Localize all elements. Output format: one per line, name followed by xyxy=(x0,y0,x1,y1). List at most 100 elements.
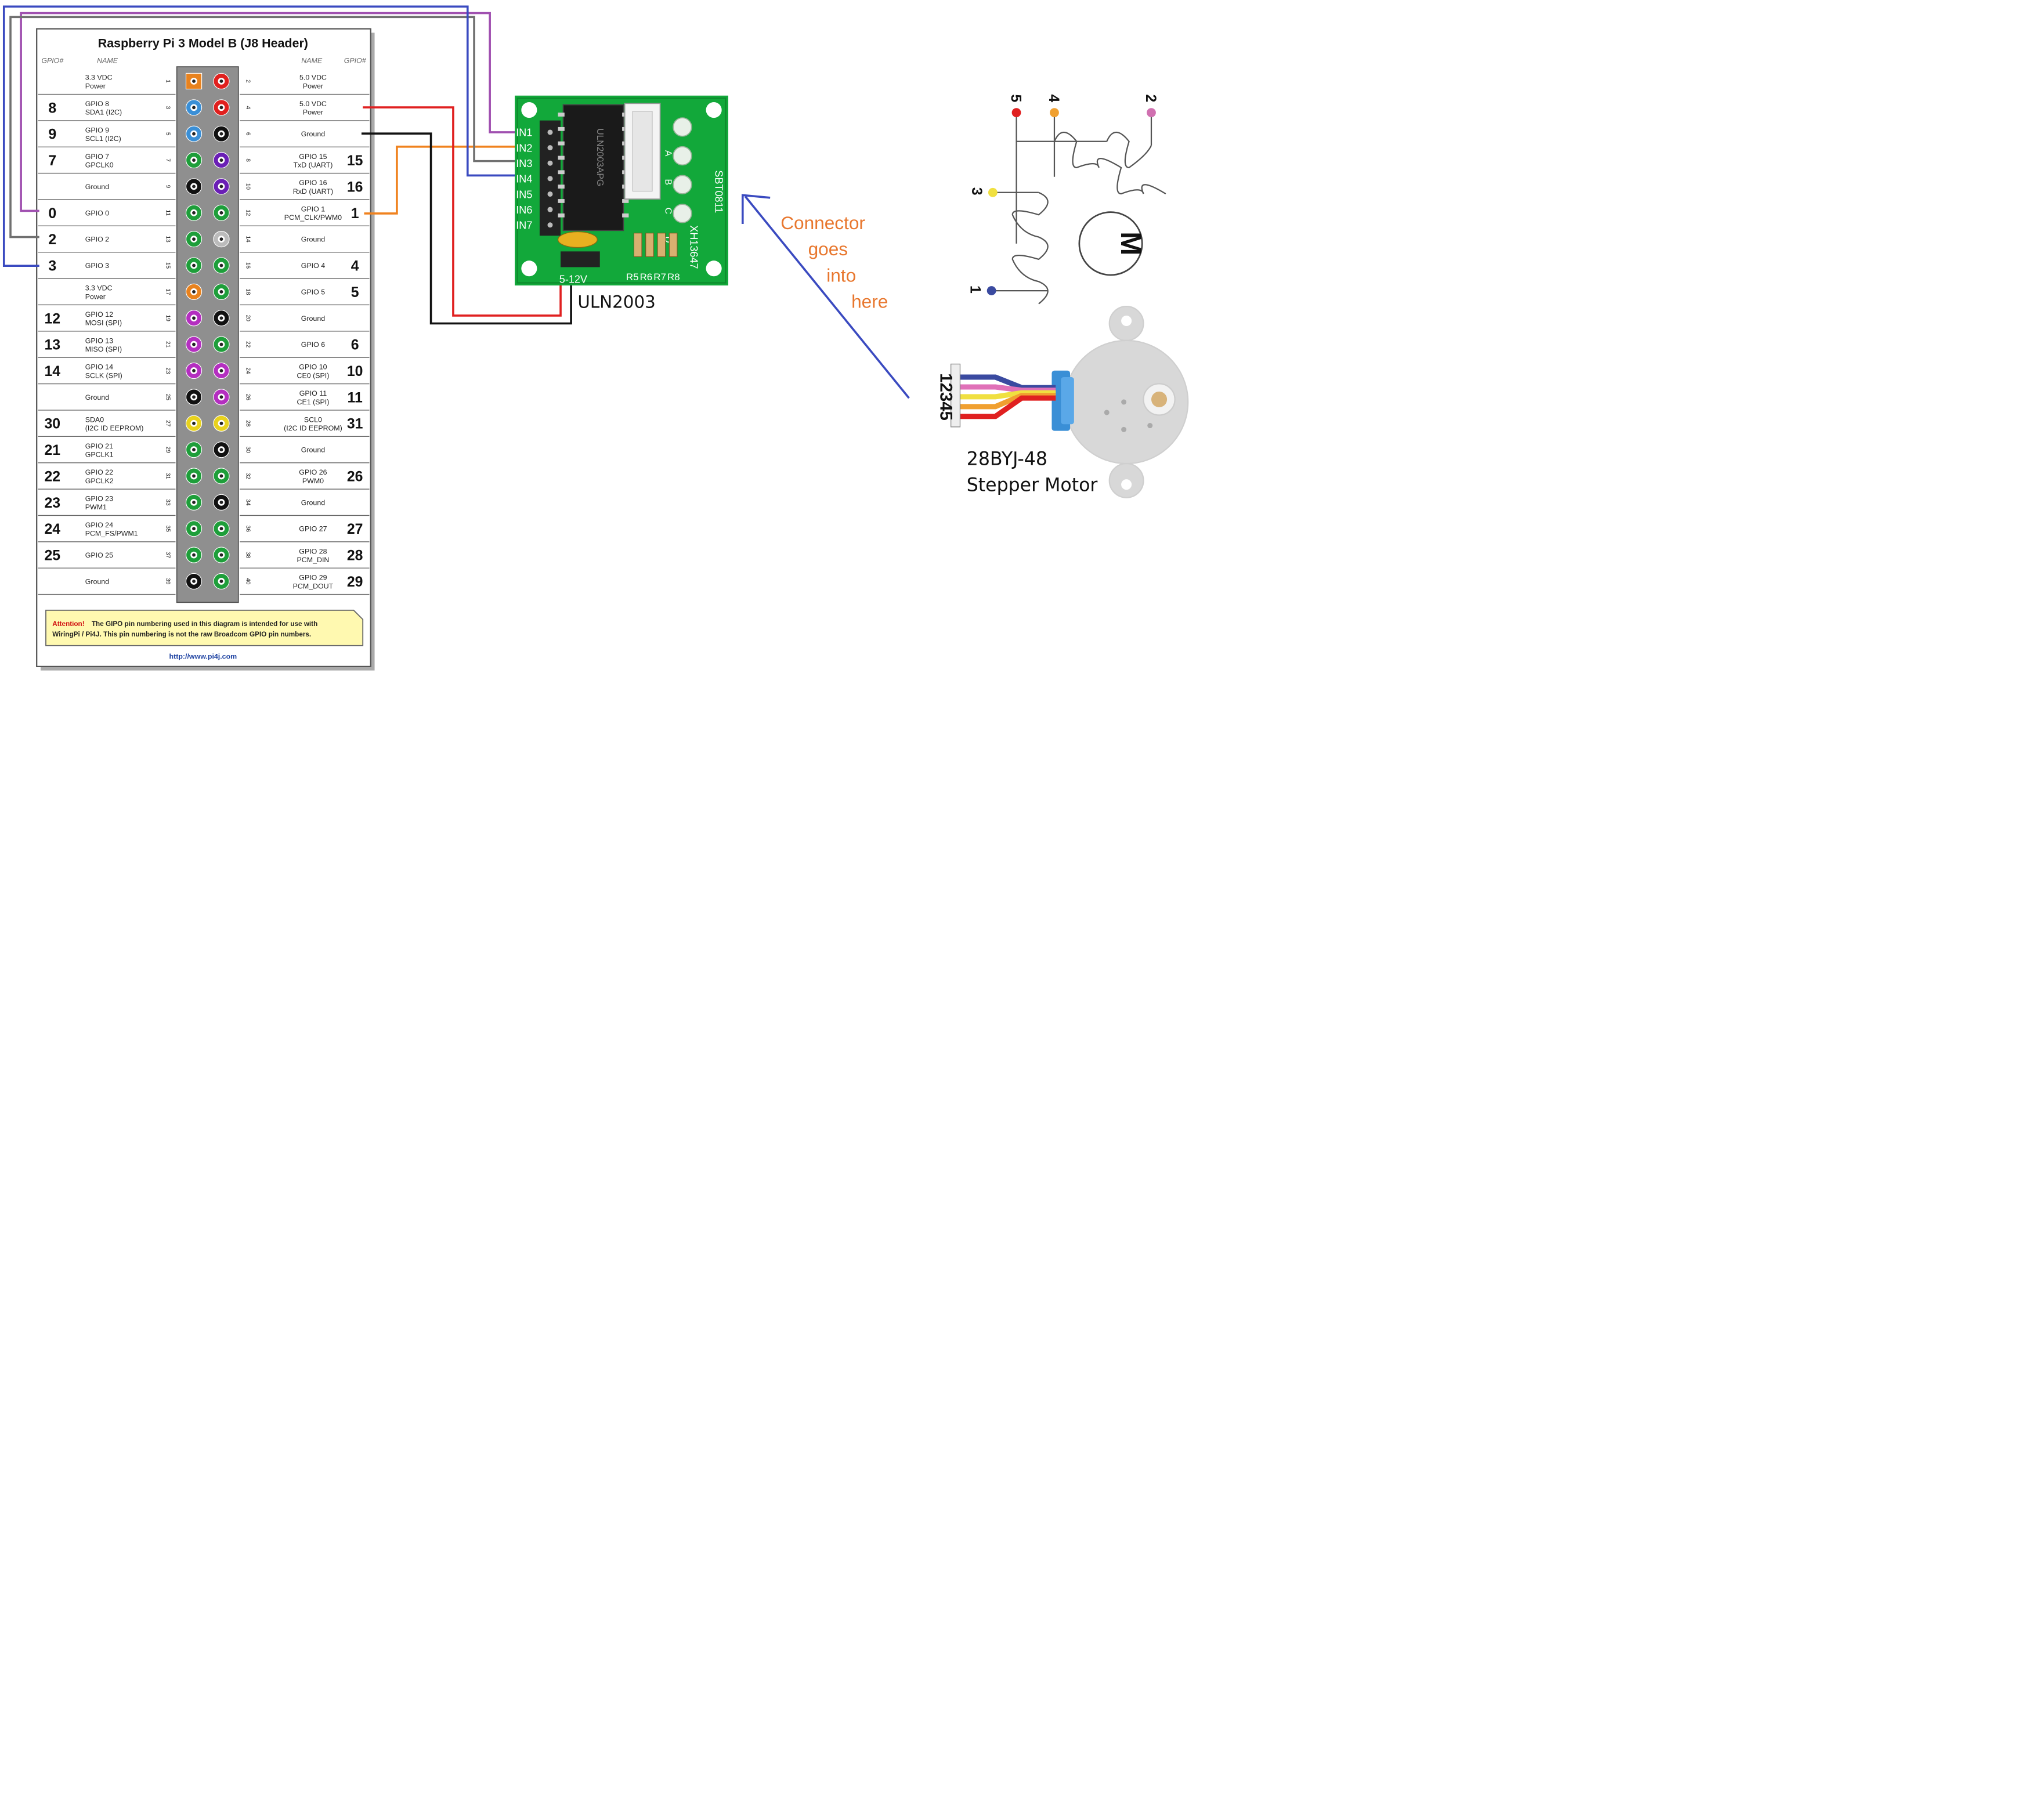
physical-pin-left: 1 xyxy=(165,79,171,83)
chip-uln2003 xyxy=(562,104,624,231)
resistor xyxy=(645,233,654,257)
motor-plug xyxy=(950,363,961,428)
motor-type: Stepper Motor xyxy=(967,475,1098,495)
header-pin xyxy=(547,129,553,135)
gpio-number-right: 15 xyxy=(347,153,363,169)
pin-function-left: PCM_FS/PWM1 xyxy=(85,530,138,538)
pin-name-right: Ground xyxy=(301,314,325,323)
led-label: A xyxy=(663,150,673,157)
terminal-label: 1 xyxy=(967,285,983,294)
gpio-number-right: 31 xyxy=(347,417,363,432)
mounting-hole xyxy=(521,102,537,118)
pin-name-left: GPIO 7 xyxy=(85,153,109,161)
input-label: IN3 xyxy=(516,158,532,169)
pin-function-left: MOSI (SPI) xyxy=(85,319,122,327)
pin-name-right: GPIO 1 xyxy=(301,205,325,214)
gpio-number-left: 14 xyxy=(44,364,60,379)
physical-pin-left: 17 xyxy=(165,288,171,295)
pin-function-right: PWM0 xyxy=(302,477,324,485)
header-pin xyxy=(547,145,553,151)
gpio-number-right: 10 xyxy=(347,364,363,379)
terminal-label: 3 xyxy=(969,187,984,196)
gpio-number-right: 29 xyxy=(347,574,363,590)
gpio-number-left: 9 xyxy=(48,127,56,143)
connector-arrow xyxy=(744,196,910,399)
physical-pin-right: 18 xyxy=(244,288,251,295)
input-label: IN1 xyxy=(516,127,532,139)
pin-name-right: Ground xyxy=(301,130,325,138)
gpio-number-left: 22 xyxy=(44,469,60,484)
led xyxy=(673,204,692,223)
winding-coil xyxy=(1106,131,1152,169)
pin-function-right: (I2C ID EEPROM) xyxy=(284,424,342,432)
gpio-number-right: 16 xyxy=(347,179,363,195)
winding-coil xyxy=(1011,191,1049,305)
winding-coil xyxy=(1053,131,1166,195)
gpio-number-left: 24 xyxy=(44,522,60,537)
pin-function-left: Power xyxy=(85,82,106,90)
motor-name: 28BYJ-48 xyxy=(967,448,1047,469)
gpio-number-right: 27 xyxy=(347,522,363,537)
input-label: IN7 xyxy=(516,220,532,231)
attention-text-1: The GIPO pin numbering used in this diag… xyxy=(92,620,317,628)
pin-function-left: PWM1 xyxy=(85,503,107,511)
gpio-number-left: 12 xyxy=(44,311,60,327)
column-gpio-left: GPIO# xyxy=(41,56,64,64)
input-label: IN4 xyxy=(516,173,532,185)
physical-pin-right: 12 xyxy=(244,209,251,216)
physical-pin-left: 3 xyxy=(165,106,171,109)
connector-arrowhead xyxy=(741,194,771,224)
connector-pin-labels: 12345 xyxy=(937,373,956,421)
mounting-hole xyxy=(706,102,722,118)
gpio-number-left: 25 xyxy=(44,548,60,564)
physical-pin-left: 21 xyxy=(165,341,171,348)
pin-name-left: GPIO 8 xyxy=(85,100,109,108)
pinout-url[interactable]: http://www.pi4j.com xyxy=(169,652,237,660)
led-label: D xyxy=(663,236,673,243)
pin-function-right: PCM_DOUT xyxy=(293,582,334,590)
terminal-dot xyxy=(1050,108,1059,118)
pin-function-right: RxD (UART) xyxy=(293,187,333,196)
pin-function-right: Power xyxy=(303,108,323,117)
led xyxy=(673,117,692,137)
physical-pin-right: 30 xyxy=(244,446,251,453)
physical-pin-left: 31 xyxy=(165,473,171,480)
header-pin xyxy=(547,207,553,212)
physical-pin-right: 4 xyxy=(244,106,251,109)
physical-pin-right: 32 xyxy=(244,473,251,480)
physical-pin-right: 10 xyxy=(244,183,251,190)
physical-pin-left: 35 xyxy=(165,526,171,533)
gpio-number-right: 1 xyxy=(351,206,359,222)
physical-pin-right: 16 xyxy=(244,262,251,269)
pin-name-left: Ground xyxy=(85,183,109,191)
motor-symbol-letter: M xyxy=(1115,231,1147,255)
pin-name-left: Ground xyxy=(85,577,109,585)
pin-name-left: GPIO 3 xyxy=(85,262,109,270)
gpio-number-left: 3 xyxy=(48,259,56,274)
wire-in1 xyxy=(20,12,515,212)
motor-wire xyxy=(960,390,1056,400)
gpio-number-left: 13 xyxy=(44,338,60,353)
physical-pin-left: 19 xyxy=(165,315,171,322)
mounting-hole xyxy=(706,260,722,277)
pin-name-left: Ground xyxy=(85,393,109,401)
wire-power xyxy=(363,106,562,317)
board-code: SBT0811 xyxy=(713,170,724,213)
pin-name-right: GPIO 10 xyxy=(299,363,327,371)
physical-pin-left: 29 xyxy=(165,446,171,453)
input-label: IN6 xyxy=(516,204,532,216)
resistor-label: R7 xyxy=(653,272,666,283)
pin-name-right: GPIO 11 xyxy=(299,389,327,397)
pin-name-right: GPIO 27 xyxy=(299,525,327,533)
wire-in3 xyxy=(9,16,515,238)
pin-name-left: GPIO 24 xyxy=(85,521,113,529)
pin-function-right: TxD (UART) xyxy=(293,161,333,169)
gpio-number-right: 11 xyxy=(348,390,363,406)
